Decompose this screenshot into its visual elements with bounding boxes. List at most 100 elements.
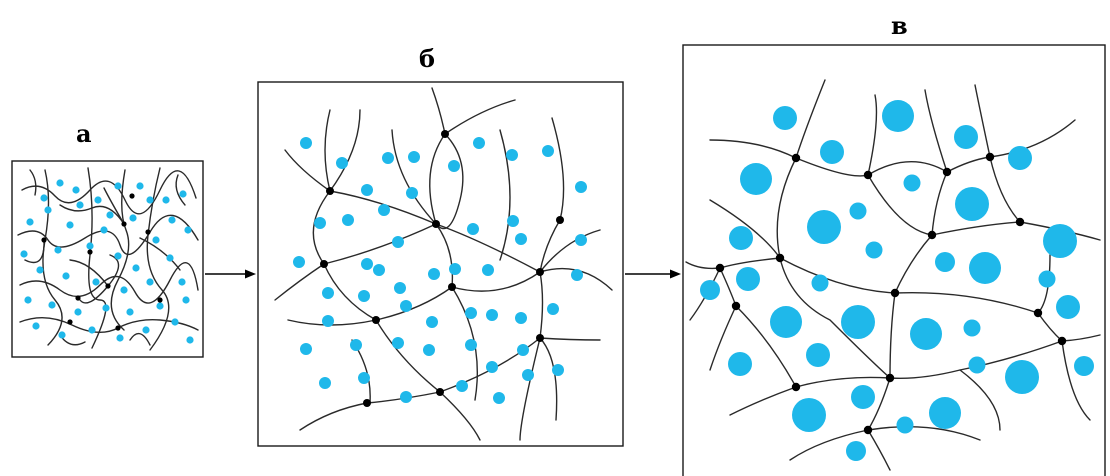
particle (350, 339, 362, 351)
particle (449, 263, 461, 275)
particle (406, 187, 418, 199)
particle (728, 352, 752, 376)
panel-c-network (685, 79, 1101, 471)
particle (322, 287, 334, 299)
particle (456, 380, 468, 392)
arrow-b-to-c (625, 269, 681, 279)
particle (729, 226, 753, 250)
particle (186, 336, 194, 344)
particle (486, 361, 498, 373)
crosslink-node (863, 170, 873, 180)
particle (102, 304, 110, 312)
crosslink-node (1057, 336, 1067, 346)
particle (319, 377, 331, 389)
crosslink-node (715, 263, 725, 273)
crosslink-node (145, 229, 151, 235)
polymer-chain (175, 174, 186, 206)
particle (40, 194, 48, 202)
particle (1056, 295, 1080, 319)
particle (896, 416, 914, 434)
particle (86, 242, 94, 250)
particle (736, 267, 760, 291)
particle (448, 160, 460, 172)
particle (400, 391, 412, 403)
particle (507, 215, 519, 227)
particle (72, 186, 80, 194)
polymer-chain (729, 386, 797, 416)
polymer-chain (451, 271, 541, 292)
polymer-chain (19, 262, 199, 304)
crosslink-node (536, 268, 544, 276)
particle (156, 302, 164, 310)
particle (293, 256, 305, 268)
particle (493, 392, 505, 404)
polymer-chain (42, 169, 63, 346)
particle (506, 149, 518, 161)
polymer-chain (776, 157, 797, 259)
particle (106, 211, 114, 219)
particle (361, 258, 373, 270)
particle (142, 326, 150, 334)
polymer-chain (1061, 340, 1091, 421)
crosslink-node (363, 399, 371, 407)
polymer-chain (435, 223, 454, 288)
panel-a-network (17, 167, 199, 351)
polymer-chain (284, 149, 331, 192)
crosslink-node (436, 388, 444, 396)
particle (44, 206, 52, 214)
particle (168, 216, 176, 224)
particle (314, 217, 326, 229)
crosslink-node (441, 130, 449, 138)
particle (515, 312, 527, 324)
polymer-chain (274, 263, 325, 301)
polymer-chain (779, 257, 891, 379)
particle (903, 174, 921, 192)
particle (486, 309, 498, 321)
polymer-chain (867, 161, 948, 176)
particle (152, 236, 160, 244)
polymer-chain (29, 169, 37, 196)
particle (841, 305, 875, 339)
particle (48, 301, 56, 309)
polymer-chain (709, 199, 781, 259)
polymer-chain (924, 89, 948, 173)
polymer-chain (735, 305, 797, 388)
particle (517, 344, 529, 356)
polymer-chain (103, 187, 125, 225)
crosslink-node (129, 193, 135, 199)
polymer-chain (299, 402, 368, 431)
particle (770, 306, 802, 338)
particle (740, 163, 772, 195)
particle (342, 214, 354, 226)
polymer-chain (779, 257, 896, 294)
particle (36, 266, 44, 274)
polymer-chain (431, 87, 446, 135)
crosslink-node (75, 295, 81, 301)
particle (184, 226, 192, 234)
particle (32, 322, 40, 330)
polymer-chain (867, 425, 981, 441)
particle (76, 201, 84, 209)
crosslink-node (942, 167, 952, 177)
polymer-chain (989, 119, 1076, 158)
polymer-chain (323, 223, 437, 265)
polymer-chain (439, 391, 481, 441)
crosslink-node (885, 373, 895, 383)
particle (571, 269, 583, 281)
crosslink-node (985, 152, 995, 162)
polymer-chain (444, 99, 516, 135)
particle (146, 278, 154, 286)
crosslink-node (87, 249, 93, 255)
particle (846, 441, 866, 461)
crosslink-node (1015, 217, 1025, 227)
particle (126, 308, 134, 316)
polymer-chain (867, 174, 933, 236)
polymer-chain (709, 305, 737, 371)
crosslink-node (372, 316, 380, 324)
polymer-chain (539, 219, 561, 273)
particle (171, 318, 179, 326)
crosslink-node (121, 221, 127, 227)
polymer-chain (959, 369, 1001, 431)
crosslink-node (157, 297, 163, 303)
particle (465, 307, 477, 319)
